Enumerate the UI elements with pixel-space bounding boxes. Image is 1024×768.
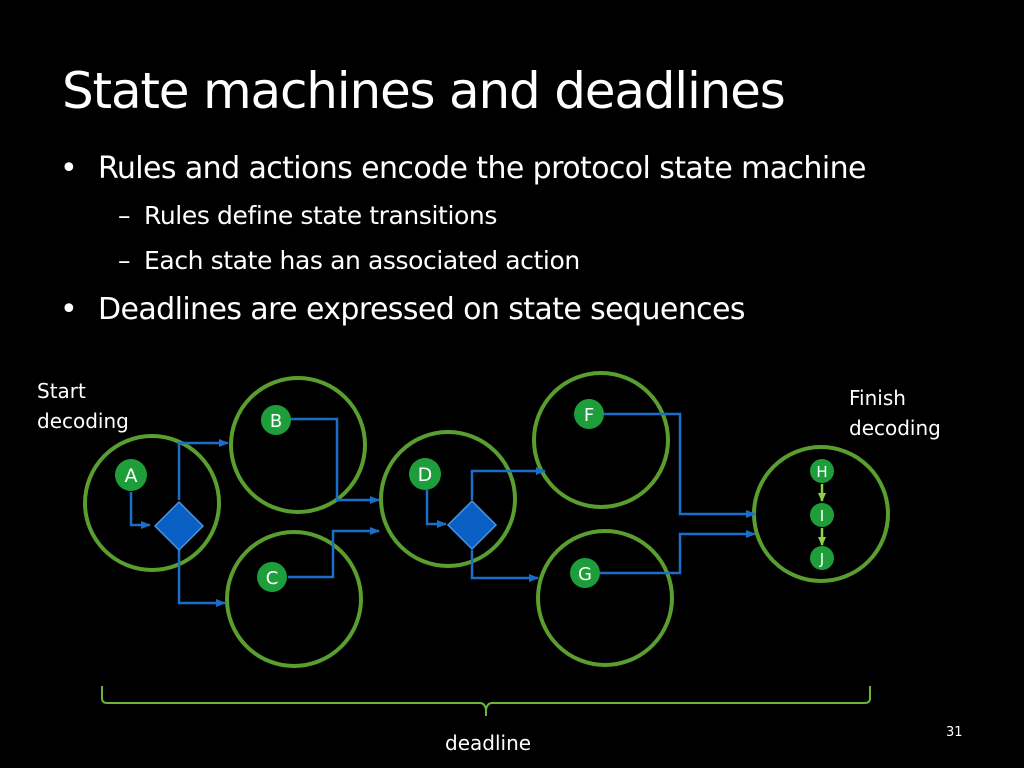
transition-arrows [129,412,756,607]
state-node-a [115,459,147,491]
start-label-line-2: decoding [37,409,129,433]
bullet-marker: • [60,151,78,186]
arrow-decision-to-f [470,467,546,500]
deadline-bracket [101,686,871,716]
state-node-g [570,558,600,588]
state-circles [83,371,890,668]
sub-bullet-marker: – [118,201,131,230]
state-label-f: F [584,405,594,426]
finish-label-line-2: decoding [849,416,941,440]
start-label-line-1: Start [37,379,86,403]
state-node-j [810,546,834,570]
arrow-decision-to-g [470,550,539,582]
arrow-decision-to-b [177,439,229,500]
state-label-c: C [266,568,279,589]
state-circle-b [229,376,367,514]
arrow-f-to-finish [604,412,756,518]
sub-bullet-text: Each state has an associated action [144,246,580,275]
state-label-b: B [270,411,282,432]
state-node-d [409,458,441,490]
state-label-a: A [125,465,138,487]
state-nodes: A B C D F G H I J [115,399,834,592]
state-node-c [257,562,287,592]
slide-number: 31 [946,725,963,740]
state-circle-c [225,530,363,668]
bullet-text: Rules and actions encode the protocol st… [98,151,866,186]
bullet-marker: • [60,292,78,327]
decision-diamond-1 [153,500,205,552]
arrow-d-to-decision [425,490,447,528]
sub-bullet-text: Rules define state transitions [144,201,497,230]
state-label-d: D [418,464,433,486]
state-node-i [810,503,834,527]
state-label-h: H [816,463,827,481]
deadline-label: deadline [445,731,532,755]
state-circle-f [532,371,670,509]
bullet-text: Deadlines are expressed on state sequenc… [98,292,746,327]
state-label-i: I [820,507,824,525]
state-label-j: J [819,550,824,568]
state-node-h [810,459,834,483]
arrow-a-to-decision [129,492,151,529]
arrow-b-to-d [290,417,380,504]
arrow-g-to-finish [600,530,756,575]
slide-title: State machines and deadlines [62,62,786,120]
sub-bullet-marker: – [118,246,131,275]
finish-label-line-1: Finish [849,386,906,410]
state-label-g: G [578,564,592,585]
state-node-f [574,399,604,429]
arrow-c-to-d [288,527,380,579]
state-circle-a [83,434,221,572]
arrow-decision-to-c [177,550,226,607]
start-label: Start decoding [37,376,129,436]
finish-label: Finish decoding [849,383,941,443]
state-circle-d [379,430,517,568]
state-circle-g [536,529,674,667]
state-node-b [261,405,291,435]
decision-diamond-2 [446,499,498,551]
